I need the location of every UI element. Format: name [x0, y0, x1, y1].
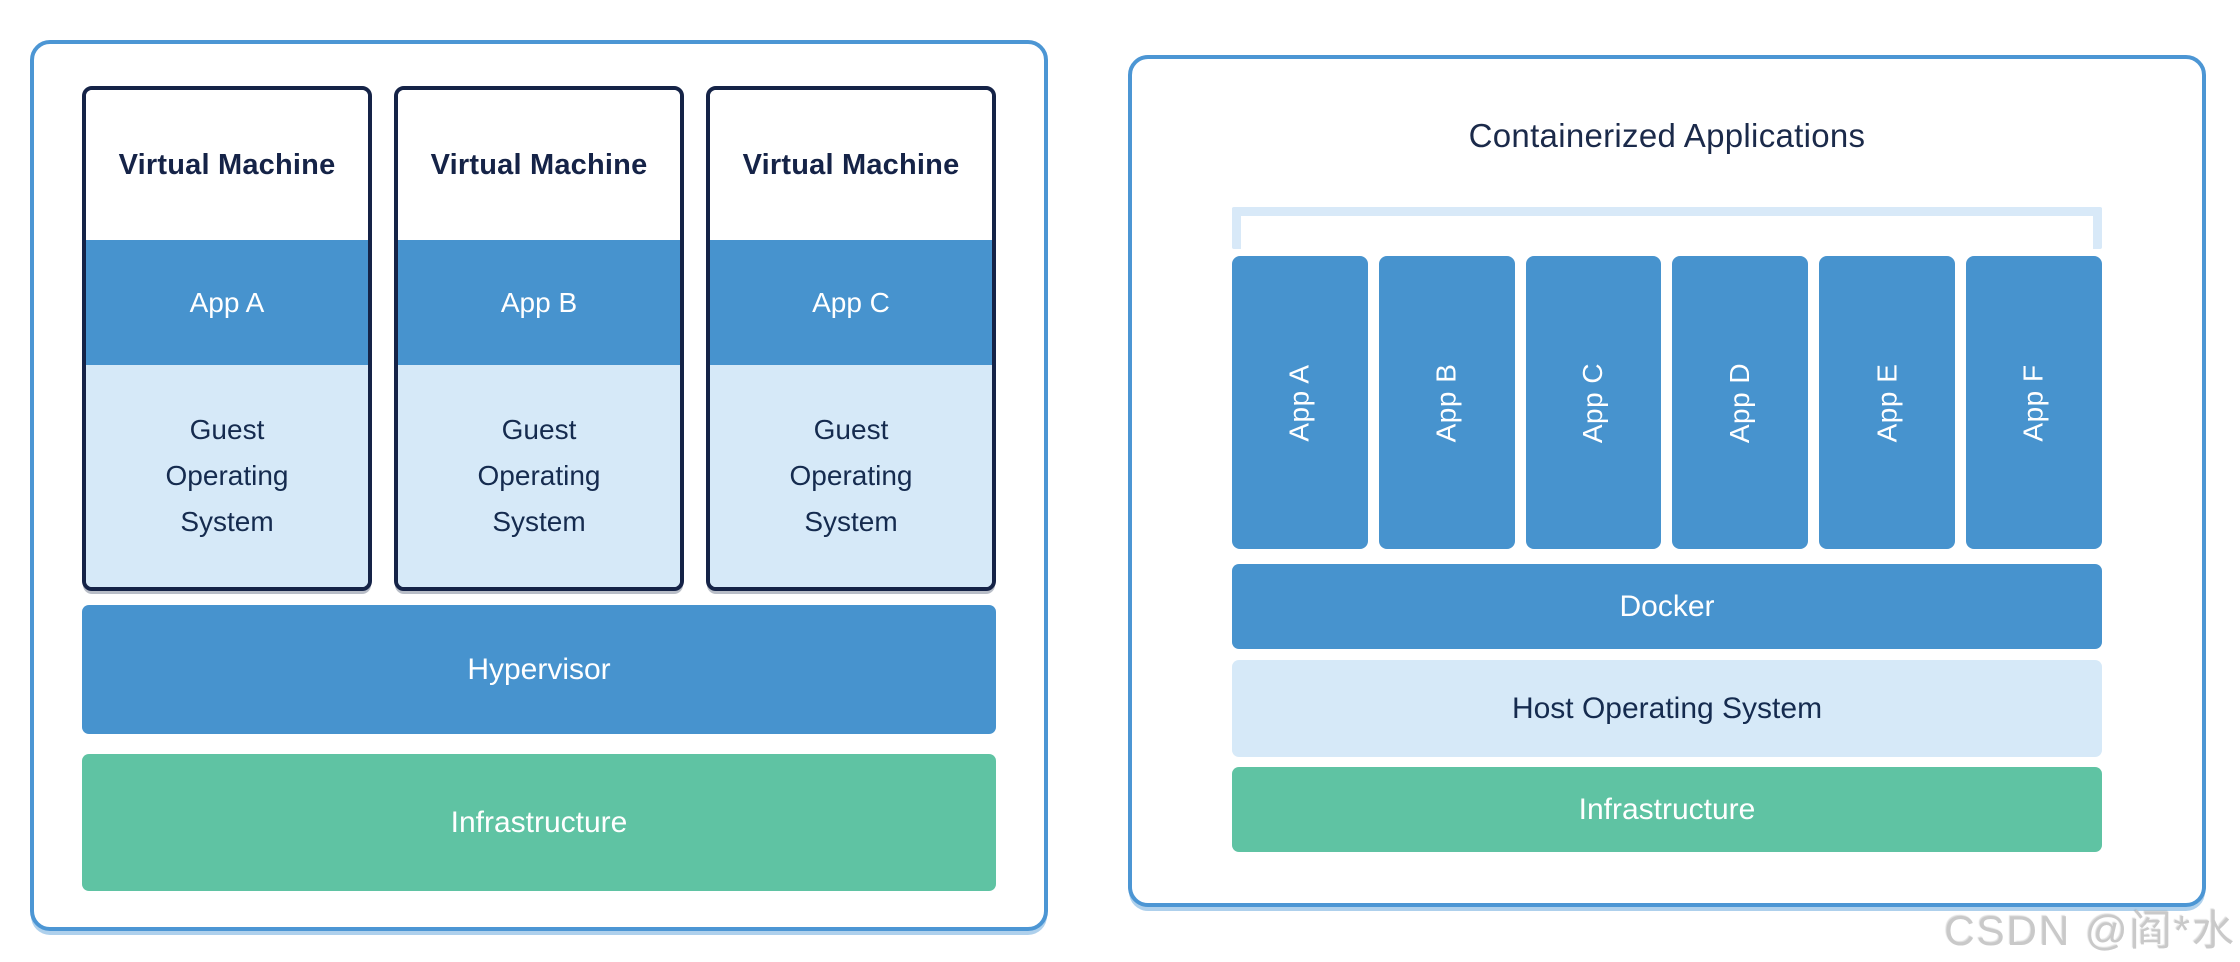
vm-row: Virtual Machine App A Guest Operating Sy… — [82, 86, 996, 591]
vm-guest-os-text: Guest Operating System — [477, 413, 601, 538]
host-os-bar: Host Operating System — [1232, 660, 2102, 757]
container-app-label: App F — [2018, 363, 2050, 442]
container-app-label: App D — [1724, 362, 1756, 443]
container-app-label: App E — [1871, 363, 1903, 442]
infrastructure-bar-left: Infrastructure — [82, 754, 996, 891]
container-apps-row: App A App B App C App D App E App F — [1232, 256, 2102, 549]
container-app-c: App C — [1525, 256, 1662, 549]
container-app-f: App F — [1966, 256, 2102, 549]
vm-title: Virtual Machine — [86, 90, 368, 240]
vm-guest-os-label: Guest Operating System — [86, 365, 368, 587]
vm-title: Virtual Machine — [398, 90, 680, 240]
container-app-d: App D — [1672, 256, 1809, 549]
vm-app-label: App C — [710, 240, 992, 365]
vm-panel: Virtual Machine App A Guest Operating Sy… — [30, 40, 1048, 931]
container-app-e: App E — [1819, 256, 1956, 549]
container-app-label: App A — [1283, 363, 1315, 442]
container-app-b: App B — [1378, 256, 1515, 549]
container-app-a: App A — [1232, 256, 1368, 549]
docker-bar: Docker — [1232, 564, 2102, 649]
vm-guest-os-label: Guest Operating System — [398, 365, 680, 587]
vm-guest-os-text: Guest Operating System — [789, 413, 913, 538]
vm-title: Virtual Machine — [710, 90, 992, 240]
vm-app-label: App A — [86, 240, 368, 365]
container-panel-title: Containerized Applications — [1468, 117, 1866, 154]
container-app-label: App B — [1430, 363, 1462, 442]
infrastructure-bar-right: Infrastructure — [1232, 767, 2102, 852]
container-panel: Containerized Applications App A App B A… — [1128, 55, 2206, 907]
container-app-label: App C — [1577, 362, 1609, 443]
hypervisor-bar: Hypervisor — [82, 605, 996, 734]
vm-box-3: Virtual Machine App C Guest Operating Sy… — [706, 86, 996, 591]
vm-box-2: Virtual Machine App B Guest Operating Sy… — [394, 86, 684, 591]
container-group-bracket — [1232, 207, 2102, 249]
vm-app-label: App B — [398, 240, 680, 365]
vm-guest-os-label: Guest Operating System — [710, 365, 992, 587]
vm-guest-os-text: Guest Operating System — [165, 413, 289, 538]
vm-box-1: Virtual Machine App A Guest Operating Sy… — [82, 86, 372, 591]
